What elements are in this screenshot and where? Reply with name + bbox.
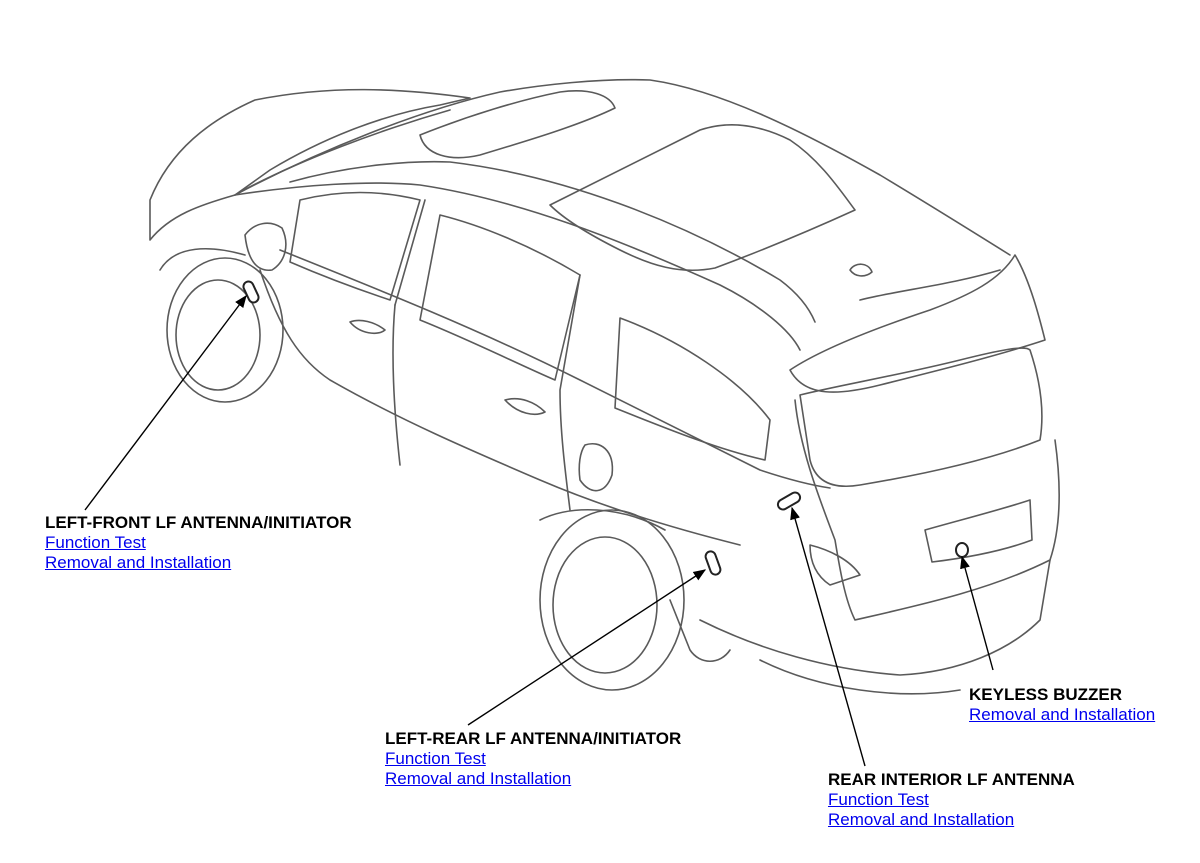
- removal-and-installation-link[interactable]: Removal and Installation: [828, 810, 1015, 829]
- left-front-antenna-marker: [242, 280, 260, 304]
- callout-rear-interior-lf-antenna: REAR INTERIOR LF ANTENNA Function Test R…: [828, 770, 1075, 830]
- callout-title: REAR INTERIOR LF ANTENNA: [828, 770, 1075, 789]
- left-front-leader-line: [84, 294, 247, 511]
- left-rear-antenna-marker: [704, 550, 722, 576]
- function-test-link[interactable]: Function Test: [828, 790, 929, 809]
- left-rear-leader-line: [467, 569, 707, 726]
- leader-lines: [84, 294, 994, 767]
- function-test-link[interactable]: Function Test: [385, 749, 486, 768]
- callout-left-rear-lf-antenna: LEFT-REAR LF ANTENNA/INITIATOR Function …: [385, 729, 681, 789]
- removal-and-installation-link[interactable]: Removal and Installation: [45, 553, 232, 572]
- vehicle-outline: [149, 78, 1060, 695]
- removal-and-installation-link[interactable]: Removal and Installation: [385, 769, 572, 788]
- keyless-buzzer-leader-line: [960, 555, 994, 671]
- function-test-link[interactable]: Function Test: [45, 533, 146, 552]
- callout-title: LEFT-FRONT LF ANTENNA/INITIATOR: [45, 513, 352, 532]
- keyless-buzzer-marker: [955, 542, 969, 558]
- rear-interior-leader-line: [790, 506, 866, 767]
- rear-interior-antenna-marker: [776, 491, 802, 511]
- callout-title: KEYLESS BUZZER: [969, 685, 1123, 704]
- callout-left-front-lf-antenna: LEFT-FRONT LF ANTENNA/INITIATOR Function…: [45, 513, 352, 573]
- callout-title: LEFT-REAR LF ANTENNA/INITIATOR: [385, 729, 682, 748]
- callout-keyless-buzzer: KEYLESS BUZZER Removal and Installation: [969, 685, 1155, 725]
- removal-and-installation-link[interactable]: Removal and Installation: [969, 705, 1156, 724]
- component-markers: [242, 280, 969, 576]
